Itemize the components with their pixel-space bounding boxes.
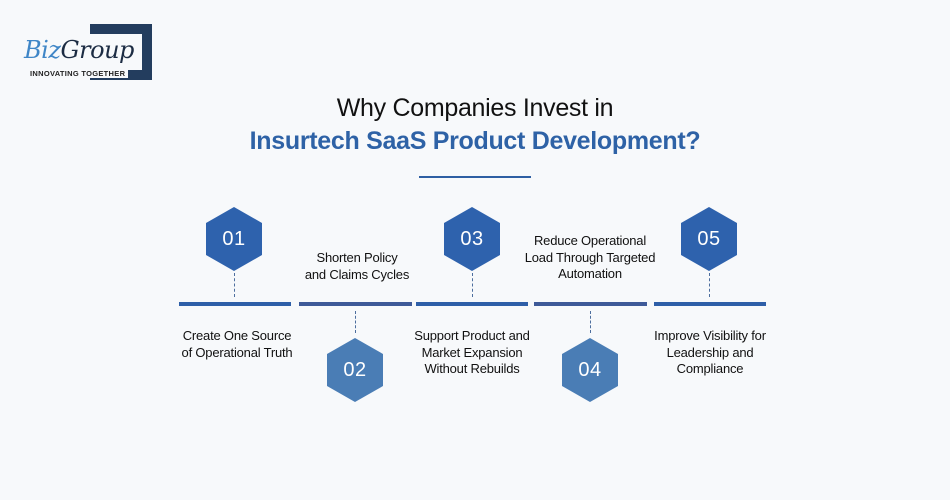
logo-group-text: Group — [60, 36, 134, 64]
step-05-label-line-2: Leadership and — [666, 344, 754, 360]
step-02-connector — [355, 311, 356, 333]
step-03-hexagon: 03 — [444, 207, 500, 271]
step-04-label-line-1: Reduce Operational — [533, 233, 647, 248]
step-03-label: Support Product and Market Expansion Wit… — [395, 328, 549, 378]
step-03-connector — [472, 273, 473, 297]
step-01-connector — [234, 273, 235, 297]
step-05-hexagon: 05 — [681, 207, 737, 271]
step-04-hexagon: 04 — [562, 338, 618, 402]
step-01-label-line-2: of Operational Truth — [181, 344, 293, 360]
step-02-hexagon: 02 — [327, 338, 383, 402]
step-04-number: 04 — [578, 358, 602, 381]
step-01-number: 01 — [222, 227, 246, 250]
title-line-2: Insurtech SaaS Product Development? — [249, 127, 701, 155]
step-02-label-line-2: and Claims Cycles — [304, 266, 410, 282]
step-02-label-line-1: Shorten Policy — [316, 250, 398, 265]
timeline-segment-3 — [416, 302, 528, 306]
logo-wordmark: BizGroup — [24, 38, 136, 62]
step-01-label: Create One Source of Operational Truth — [162, 328, 312, 361]
step-04-label-line-2: Load Through Targeted — [524, 249, 656, 265]
step-04-label: Reduce Operational Load Through Targeted… — [510, 233, 670, 283]
logo-biz-text: Biz — [24, 36, 61, 64]
step-03-label-line-1: Support Product and — [414, 328, 530, 343]
timeline-segment-4 — [534, 302, 647, 306]
step-02-number: 02 — [343, 358, 367, 381]
step-04-connector — [590, 311, 591, 333]
step-01-hexagon: 01 — [206, 207, 262, 271]
step-05-number: 05 — [697, 227, 721, 250]
step-01-label-line-1: Create One Source — [182, 328, 292, 343]
logo-tagline: INNOVATING TOGETHER — [30, 69, 129, 78]
timeline-segment-2 — [299, 302, 412, 306]
step-04-label-line-3: Automation — [558, 266, 622, 281]
bizgroup-logo: BizGroup INNOVATING TOGETHER — [22, 24, 158, 84]
timeline-segment-5 — [654, 302, 766, 306]
step-02-label: Shorten Policy and Claims Cycles — [282, 250, 432, 283]
step-03-label-line-2: Market Expansion — [421, 344, 523, 360]
step-05-connector — [709, 273, 710, 297]
step-03-label-line-3: Without Rebuilds — [424, 361, 520, 376]
title-underline-divider — [419, 176, 531, 178]
timeline-segment-1 — [179, 302, 291, 306]
step-05-label-line-1: Improve Visibility for — [654, 328, 766, 343]
step-05-label: Improve Visibility for Leadership and Co… — [632, 328, 788, 378]
step-03-number: 03 — [460, 227, 484, 250]
step-05-label-line-3: Compliance — [676, 361, 744, 376]
title-line-1: Why Companies Invest in — [336, 94, 614, 122]
